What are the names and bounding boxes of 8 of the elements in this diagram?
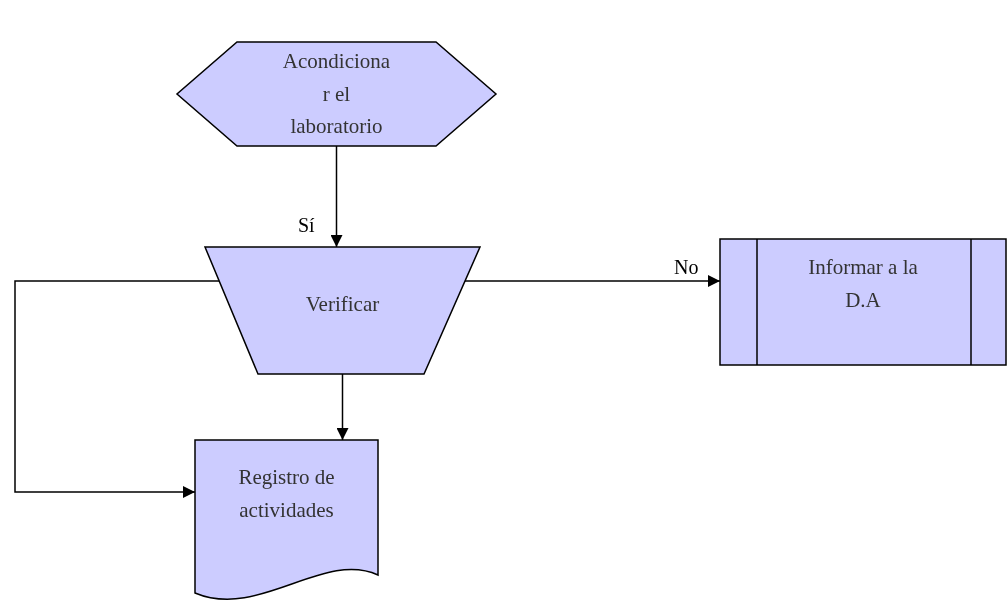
arrow <box>336 373 349 441</box>
node-label: Verificar <box>304 290 381 318</box>
arrow <box>14 280 220 498</box>
node-label: Informar a la D.A <box>807 254 919 315</box>
node-label: Registro de actividades <box>237 464 336 525</box>
node-label: Acondiciona r el laboratorio <box>281 48 392 141</box>
arrow <box>330 145 343 248</box>
arrow <box>464 275 721 287</box>
